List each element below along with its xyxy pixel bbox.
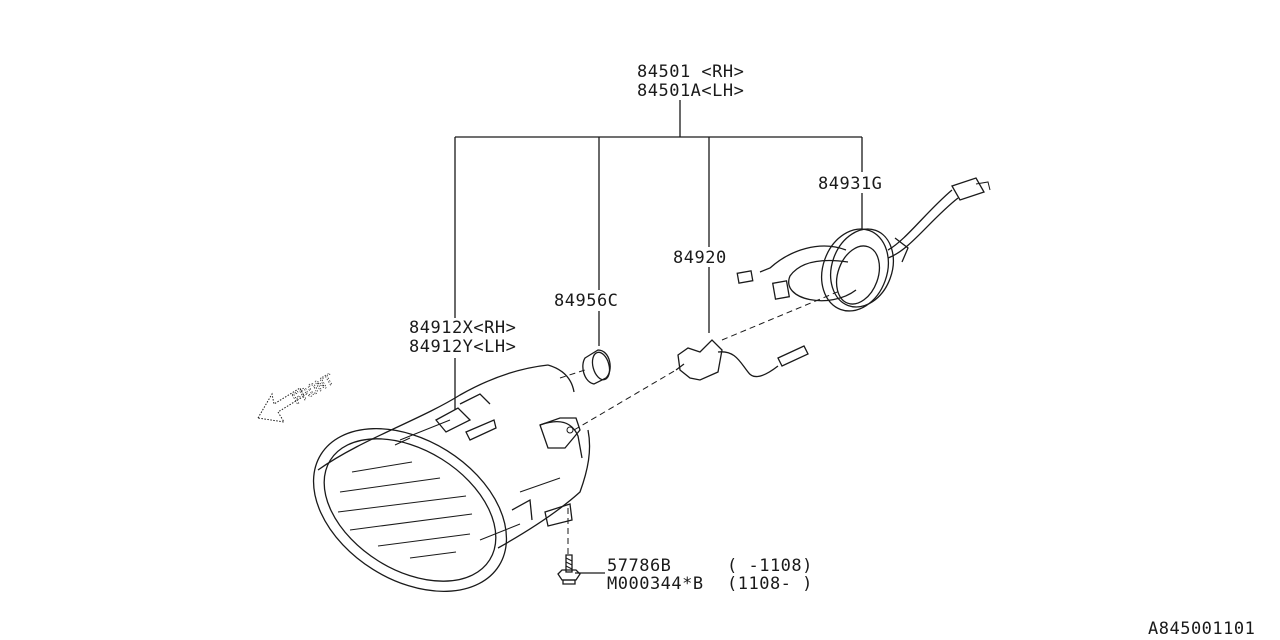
label-lens-lh: 84912Y<LH> bbox=[409, 337, 516, 357]
cap-part bbox=[582, 349, 611, 385]
label-screw-2-range: (1108- ) bbox=[727, 574, 813, 594]
harness-part bbox=[736, 177, 991, 312]
fog-lamp-housing bbox=[312, 364, 591, 593]
diagram-code: A845001101 bbox=[1148, 619, 1255, 639]
label-lamp-assy-lh: 84501A<LH> bbox=[637, 81, 744, 101]
front-label: FRONT bbox=[289, 370, 337, 408]
front-arrow-icon: FRONT bbox=[257, 370, 337, 423]
label-screw-2: M000344*B bbox=[607, 574, 704, 594]
label-lens-rh: 84912X<RH> bbox=[409, 318, 516, 338]
label-screw-1-range: ( -1108) bbox=[727, 556, 813, 576]
screw-part bbox=[557, 554, 581, 585]
bulb-part bbox=[675, 339, 809, 381]
label-cap: 84956C bbox=[554, 291, 618, 311]
label-lamp-assy-rh: 84501 <RH> bbox=[637, 62, 744, 82]
callout-tree bbox=[454, 100, 863, 574]
label-bulb: 84920 bbox=[673, 248, 727, 268]
assembly-lines bbox=[559, 289, 843, 558]
label-screw-1: 57786B bbox=[607, 556, 671, 576]
label-harness: 84931G bbox=[818, 174, 882, 194]
